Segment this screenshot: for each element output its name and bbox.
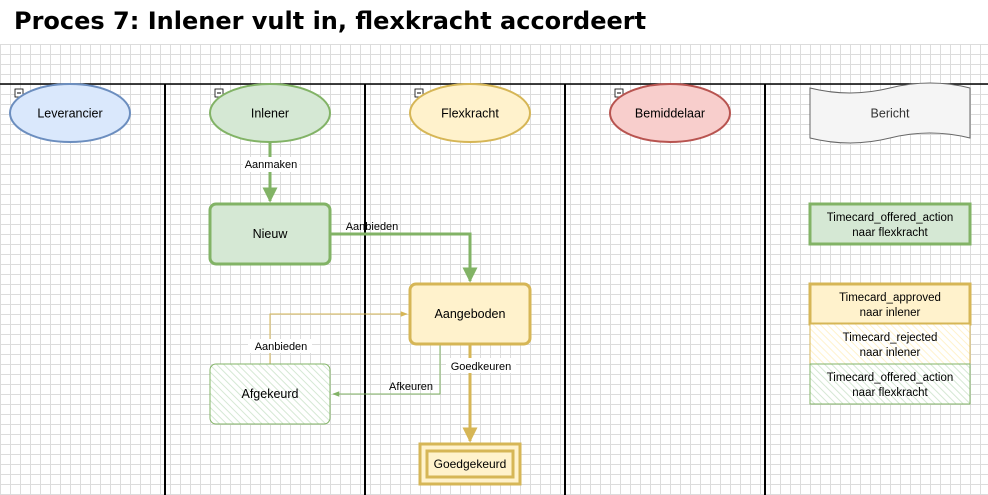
message-header: Bericht: [809, 82, 971, 144]
message-timecard-offered-action[interactable]: Timecard_offered_action naar flexkracht: [808, 202, 972, 246]
state-aangeboden[interactable]: Aangeboden: [408, 282, 532, 346]
message-timecard-approved[interactable]: Timecard_approved naar inlener: [808, 282, 972, 326]
message-timecard-rejected[interactable]: Timecard_rejected naar inlener: [809, 323, 971, 365]
message-line1: Timecard_offered_action: [827, 372, 954, 384]
lane-header-leverancier: Leverancier: [9, 83, 131, 143]
state-afgekeurd[interactable]: Afgekeurd: [209, 363, 331, 425]
message-timecard-offered-action-retry[interactable]: Timecard_offered_action naar flexkracht: [809, 363, 971, 405]
state-goedgekeurd[interactable]: Goedgekeurd: [418, 442, 522, 486]
state-nieuw-label: Nieuw: [253, 227, 289, 241]
message-header-label: Bericht: [871, 107, 910, 121]
lane-header-inlener: Inlener: [209, 83, 331, 143]
state-afgekeurd-label: Afgekeurd: [242, 387, 299, 401]
lane-header-bemiddelaar: Bemiddelaar: [609, 83, 731, 143]
edge-label-bg: [243, 157, 299, 172]
lane-header-label: Bemiddelaar: [635, 107, 705, 121]
state-nieuw[interactable]: Nieuw: [208, 202, 332, 266]
message-line1: Timecard_approved: [839, 292, 941, 304]
edge-label-bg: [446, 358, 516, 373]
lane-header-label: Flexkracht: [441, 107, 499, 121]
edge-afkeuren: [332, 344, 441, 397]
message-line2: naar flexkracht: [852, 227, 928, 239]
lane-header-label: Inlener: [251, 107, 289, 121]
edge-label-afkeuren: Afkeuren: [389, 381, 433, 393]
message-line2: naar inlener: [860, 347, 921, 359]
message-line1: Timecard_rejected: [843, 332, 938, 344]
state-goedgekeurd-label: Goedgekeurd: [434, 457, 507, 471]
message-line1: Timecard_offered_action: [827, 212, 954, 224]
message-line2: naar flexkracht: [852, 387, 928, 399]
message-line2: naar inlener: [860, 307, 921, 319]
edge-aanbieden-nieuw: [330, 232, 478, 283]
edge-label-aanbieden: Aanbieden: [255, 341, 308, 353]
edge-label-aanmaken: Aanmaken: [245, 159, 298, 171]
state-aangeboden-label: Aangeboden: [435, 307, 506, 321]
lane-header-label: Leverancier: [37, 107, 102, 121]
page-title: Proces 7: Inlener vult in, flexkracht ac…: [14, 7, 647, 35]
lane-header-flexkracht: Flexkracht: [409, 83, 531, 143]
edge-label-aanbieden: Aanbieden: [346, 221, 399, 233]
edge-label-goedkeuren: Goedkeuren: [451, 361, 512, 373]
title-band: [0, 0, 988, 44]
edge-label-bg: [248, 339, 312, 353]
